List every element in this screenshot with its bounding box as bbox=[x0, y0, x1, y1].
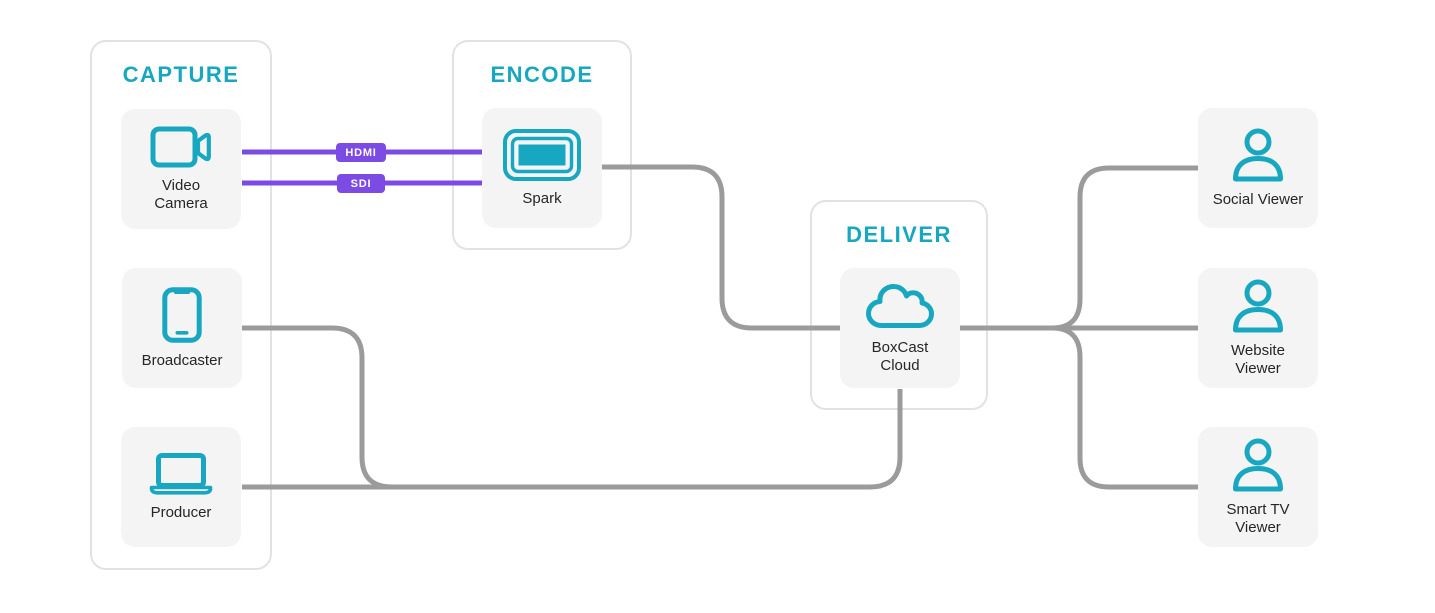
wire-spark-to-cloud bbox=[602, 164, 842, 331]
node-spark: Spark bbox=[482, 108, 602, 228]
cloud-icon bbox=[866, 283, 934, 328]
wire-cloud-to-smart-tv-viewer bbox=[1051, 325, 1198, 490]
node-label: Broadcaster bbox=[141, 351, 223, 369]
node-broadcaster: Broadcaster bbox=[122, 268, 242, 388]
person-icon bbox=[1233, 279, 1283, 333]
person-icon bbox=[1233, 438, 1283, 492]
node-label: BoxCast Cloud bbox=[871, 338, 929, 374]
node-label: Social Viewer bbox=[1212, 190, 1304, 208]
node-website-viewer: Website Viewer bbox=[1198, 268, 1318, 388]
node-label: Producer bbox=[150, 503, 212, 521]
hdmi-cable-label: HDMI bbox=[345, 146, 377, 159]
sdi-cable-badge: SDI bbox=[337, 174, 385, 193]
capture-group-title: CAPTURE bbox=[122, 62, 240, 87]
node-video-camera: Video Camera bbox=[121, 109, 241, 229]
node-label: Website Viewer bbox=[1231, 341, 1285, 377]
node-smart-tv-viewer: Smart TV Viewer bbox=[1198, 427, 1318, 547]
node-label: Spark bbox=[522, 189, 562, 207]
encoder-device-icon bbox=[503, 128, 581, 181]
node-producer: Producer bbox=[121, 427, 241, 547]
encode-group-title: ENCODE bbox=[490, 62, 594, 87]
deliver-group-title: DELIVER bbox=[846, 222, 952, 247]
laptop-icon bbox=[149, 452, 213, 495]
sdi-cable-label: SDI bbox=[350, 177, 372, 190]
wire-cloud-to-social-viewer bbox=[1051, 165, 1198, 331]
person-icon bbox=[1233, 128, 1283, 182]
wire-producer-to-cloud bbox=[242, 389, 903, 490]
node-social-viewer: Social Viewer bbox=[1198, 108, 1318, 228]
node-label: Video Camera bbox=[154, 176, 208, 212]
node-label: Smart TV Viewer bbox=[1226, 500, 1290, 536]
video-camera-icon bbox=[150, 126, 211, 168]
smartphone-icon bbox=[162, 286, 202, 343]
hdmi-cable-badge: HDMI bbox=[336, 143, 386, 162]
node-boxcast-cloud: BoxCast Cloud bbox=[840, 268, 960, 388]
